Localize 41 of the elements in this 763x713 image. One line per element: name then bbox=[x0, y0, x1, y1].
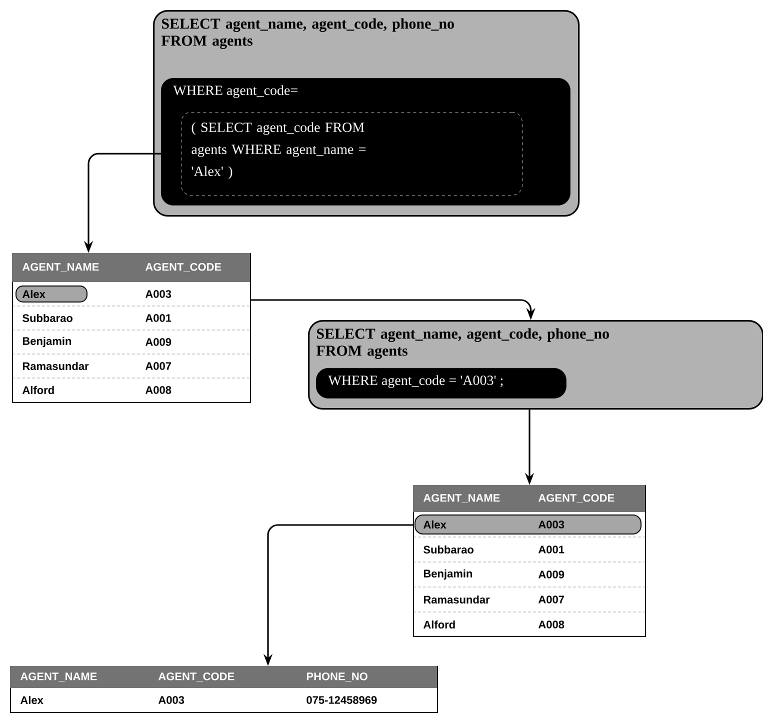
data-table bbox=[412, 485, 646, 637]
table-cell: Subbarao bbox=[424, 545, 474, 554]
query-text: SELECT agent_name, agent_code, phone_no FROM agents bbox=[316, 328, 609, 359]
table-cell: Ramasundar bbox=[424, 595, 490, 604]
table-cell: Benjamin bbox=[22, 336, 72, 348]
clause-box bbox=[161, 78, 570, 206]
table-cell: A003 bbox=[158, 696, 184, 704]
table-cell: A001 bbox=[145, 314, 172, 322]
table-cell: A008 bbox=[145, 386, 172, 394]
table-cell: AGENT_CODE bbox=[145, 263, 222, 272]
table-cell: A001 bbox=[538, 546, 564, 554]
where-clause: WHERE agent_code= bbox=[173, 85, 298, 98]
table-cell: PHONE_NO bbox=[306, 672, 368, 682]
table-cell: Subbarao bbox=[22, 314, 72, 322]
clause-box bbox=[316, 368, 566, 398]
table-cell: Alex bbox=[22, 290, 46, 298]
table-cell: A009 bbox=[145, 338, 172, 346]
table-cell: A009 bbox=[538, 570, 564, 578]
table-cell: 075-12458969 bbox=[306, 696, 377, 704]
table-cell: A007 bbox=[538, 596, 564, 604]
table-cell: Alford bbox=[423, 620, 455, 629]
table-cell: A007 bbox=[145, 362, 171, 370]
table-cell: A003 bbox=[145, 290, 172, 298]
table-cell: AGENT_NAME bbox=[20, 672, 97, 682]
data-table bbox=[10, 666, 438, 713]
subquery-text: ( SELECT agent_code FROM agents WHERE agent_name = 'Alex' ) bbox=[192, 122, 366, 179]
table-cell: Alex bbox=[20, 696, 44, 704]
table-cell: A008 bbox=[538, 620, 564, 628]
table-cell: Benjamin bbox=[424, 569, 472, 580]
query-text: SELECT agent_name, agent_code, phone_no FROM agents bbox=[161, 18, 454, 49]
table-cell: Alex bbox=[423, 520, 446, 529]
subquery-box bbox=[181, 112, 522, 196]
table-cell: AGENT_CODE bbox=[158, 672, 234, 682]
table-cell: A003 bbox=[538, 520, 564, 528]
table-cell: AGENT_NAME bbox=[423, 494, 500, 504]
where-clause: WHERE agent_code = 'A003' ; bbox=[328, 375, 503, 388]
table-cell: Ramasundar bbox=[22, 362, 89, 370]
table-cell: Alford bbox=[22, 386, 54, 394]
data-table bbox=[12, 253, 251, 403]
table-cell: AGENT_CODE bbox=[538, 494, 614, 504]
table-cell: AGENT_NAME bbox=[22, 263, 99, 272]
